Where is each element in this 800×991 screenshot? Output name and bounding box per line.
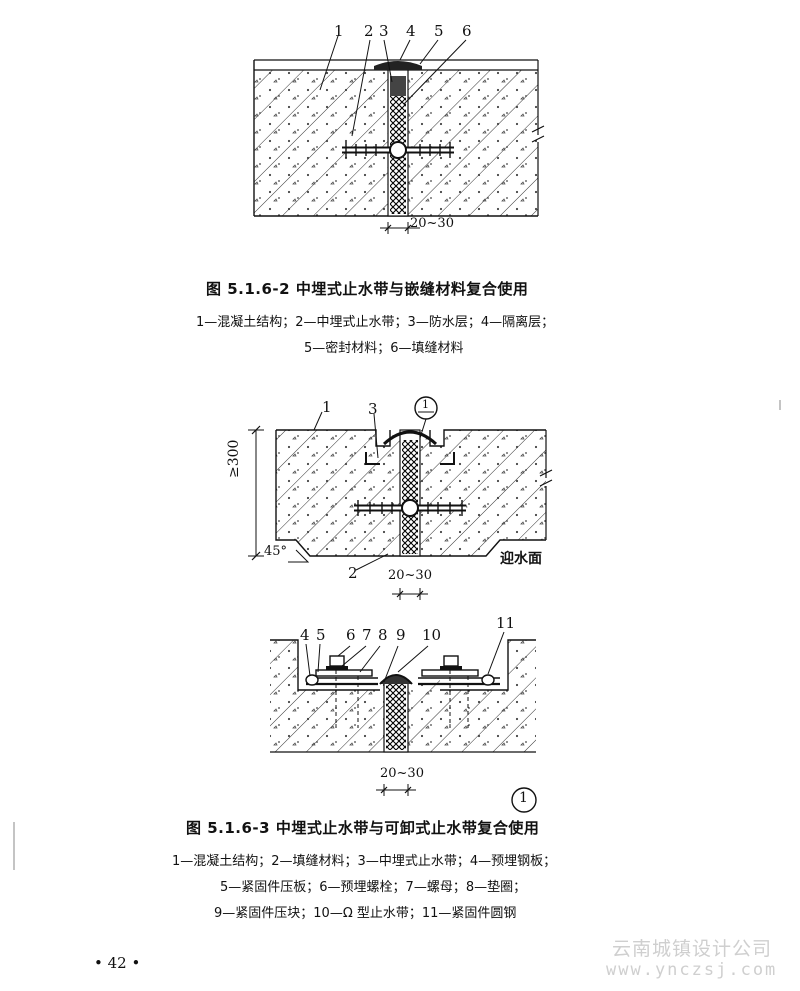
callout-11: 11 — [496, 614, 516, 632]
figure-2-drawing — [248, 396, 553, 600]
dimension-label: 20~30 — [410, 216, 454, 231]
figure-3-drawing — [270, 631, 537, 813]
callout-1: 1 — [334, 22, 344, 40]
page-number: • 42 • — [94, 954, 141, 972]
callout-7: 7 — [362, 626, 372, 644]
legend-line-1: 1—混凝土结构；2—中埋式止水带；3—防水层；4—隔离层； — [196, 315, 555, 330]
callout-5: 5 — [316, 626, 326, 644]
angle-label: 45° — [264, 544, 288, 559]
callout-2: 2 — [364, 22, 374, 40]
height-label: ≥300 — [226, 439, 242, 478]
callout-5: 5 — [434, 22, 444, 40]
water-face-label: 迎水面 — [500, 551, 542, 567]
dimension-label: 20~30 — [388, 568, 432, 583]
dimension-label: 20~30 — [380, 766, 424, 781]
callout-6: 6 — [462, 22, 472, 40]
callout-2: 2 — [348, 564, 358, 582]
watermark-name: 云南城镇设计公司 — [612, 938, 773, 960]
callout-4: 4 — [406, 22, 416, 40]
callout-1: 1 — [322, 398, 332, 416]
callout-9: 9 — [396, 626, 406, 644]
callout-3: 3 — [368, 400, 378, 418]
figure-caption: 图 5.1.6-3 中埋式止水带与可卸式止水带复合使用 — [186, 819, 540, 837]
legend-line-2: 5—紧固件压板；6—预埋螺栓；7—螺母；8—垫圈； — [220, 880, 527, 895]
callout-4: 4 — [300, 626, 310, 644]
callout-10: 10 — [422, 626, 442, 644]
legend-line-3: 9—紧固件压块；10—Ω 型止水带；11—紧固件圆钢 — [214, 906, 517, 921]
legend-line-1: 1—混凝土结构；2—填缝材料；3—中埋式止水带；4—预埋钢板； — [172, 854, 557, 869]
circle-marker: 1 — [422, 398, 429, 411]
callout-3: 3 — [379, 22, 389, 40]
figure-caption: 图 5.1.6-2 中埋式止水带与嵌缝材料复合使用 — [206, 280, 529, 298]
callout-6: 6 — [346, 626, 356, 644]
legend-line-2: 5—密封材料；6—填缝材料 — [304, 341, 464, 356]
figure-1-drawing — [253, 35, 545, 234]
watermark-url: www.ynczsj.com — [606, 960, 778, 980]
circle-marker: 1 — [519, 790, 528, 806]
callout-8: 8 — [378, 626, 388, 644]
